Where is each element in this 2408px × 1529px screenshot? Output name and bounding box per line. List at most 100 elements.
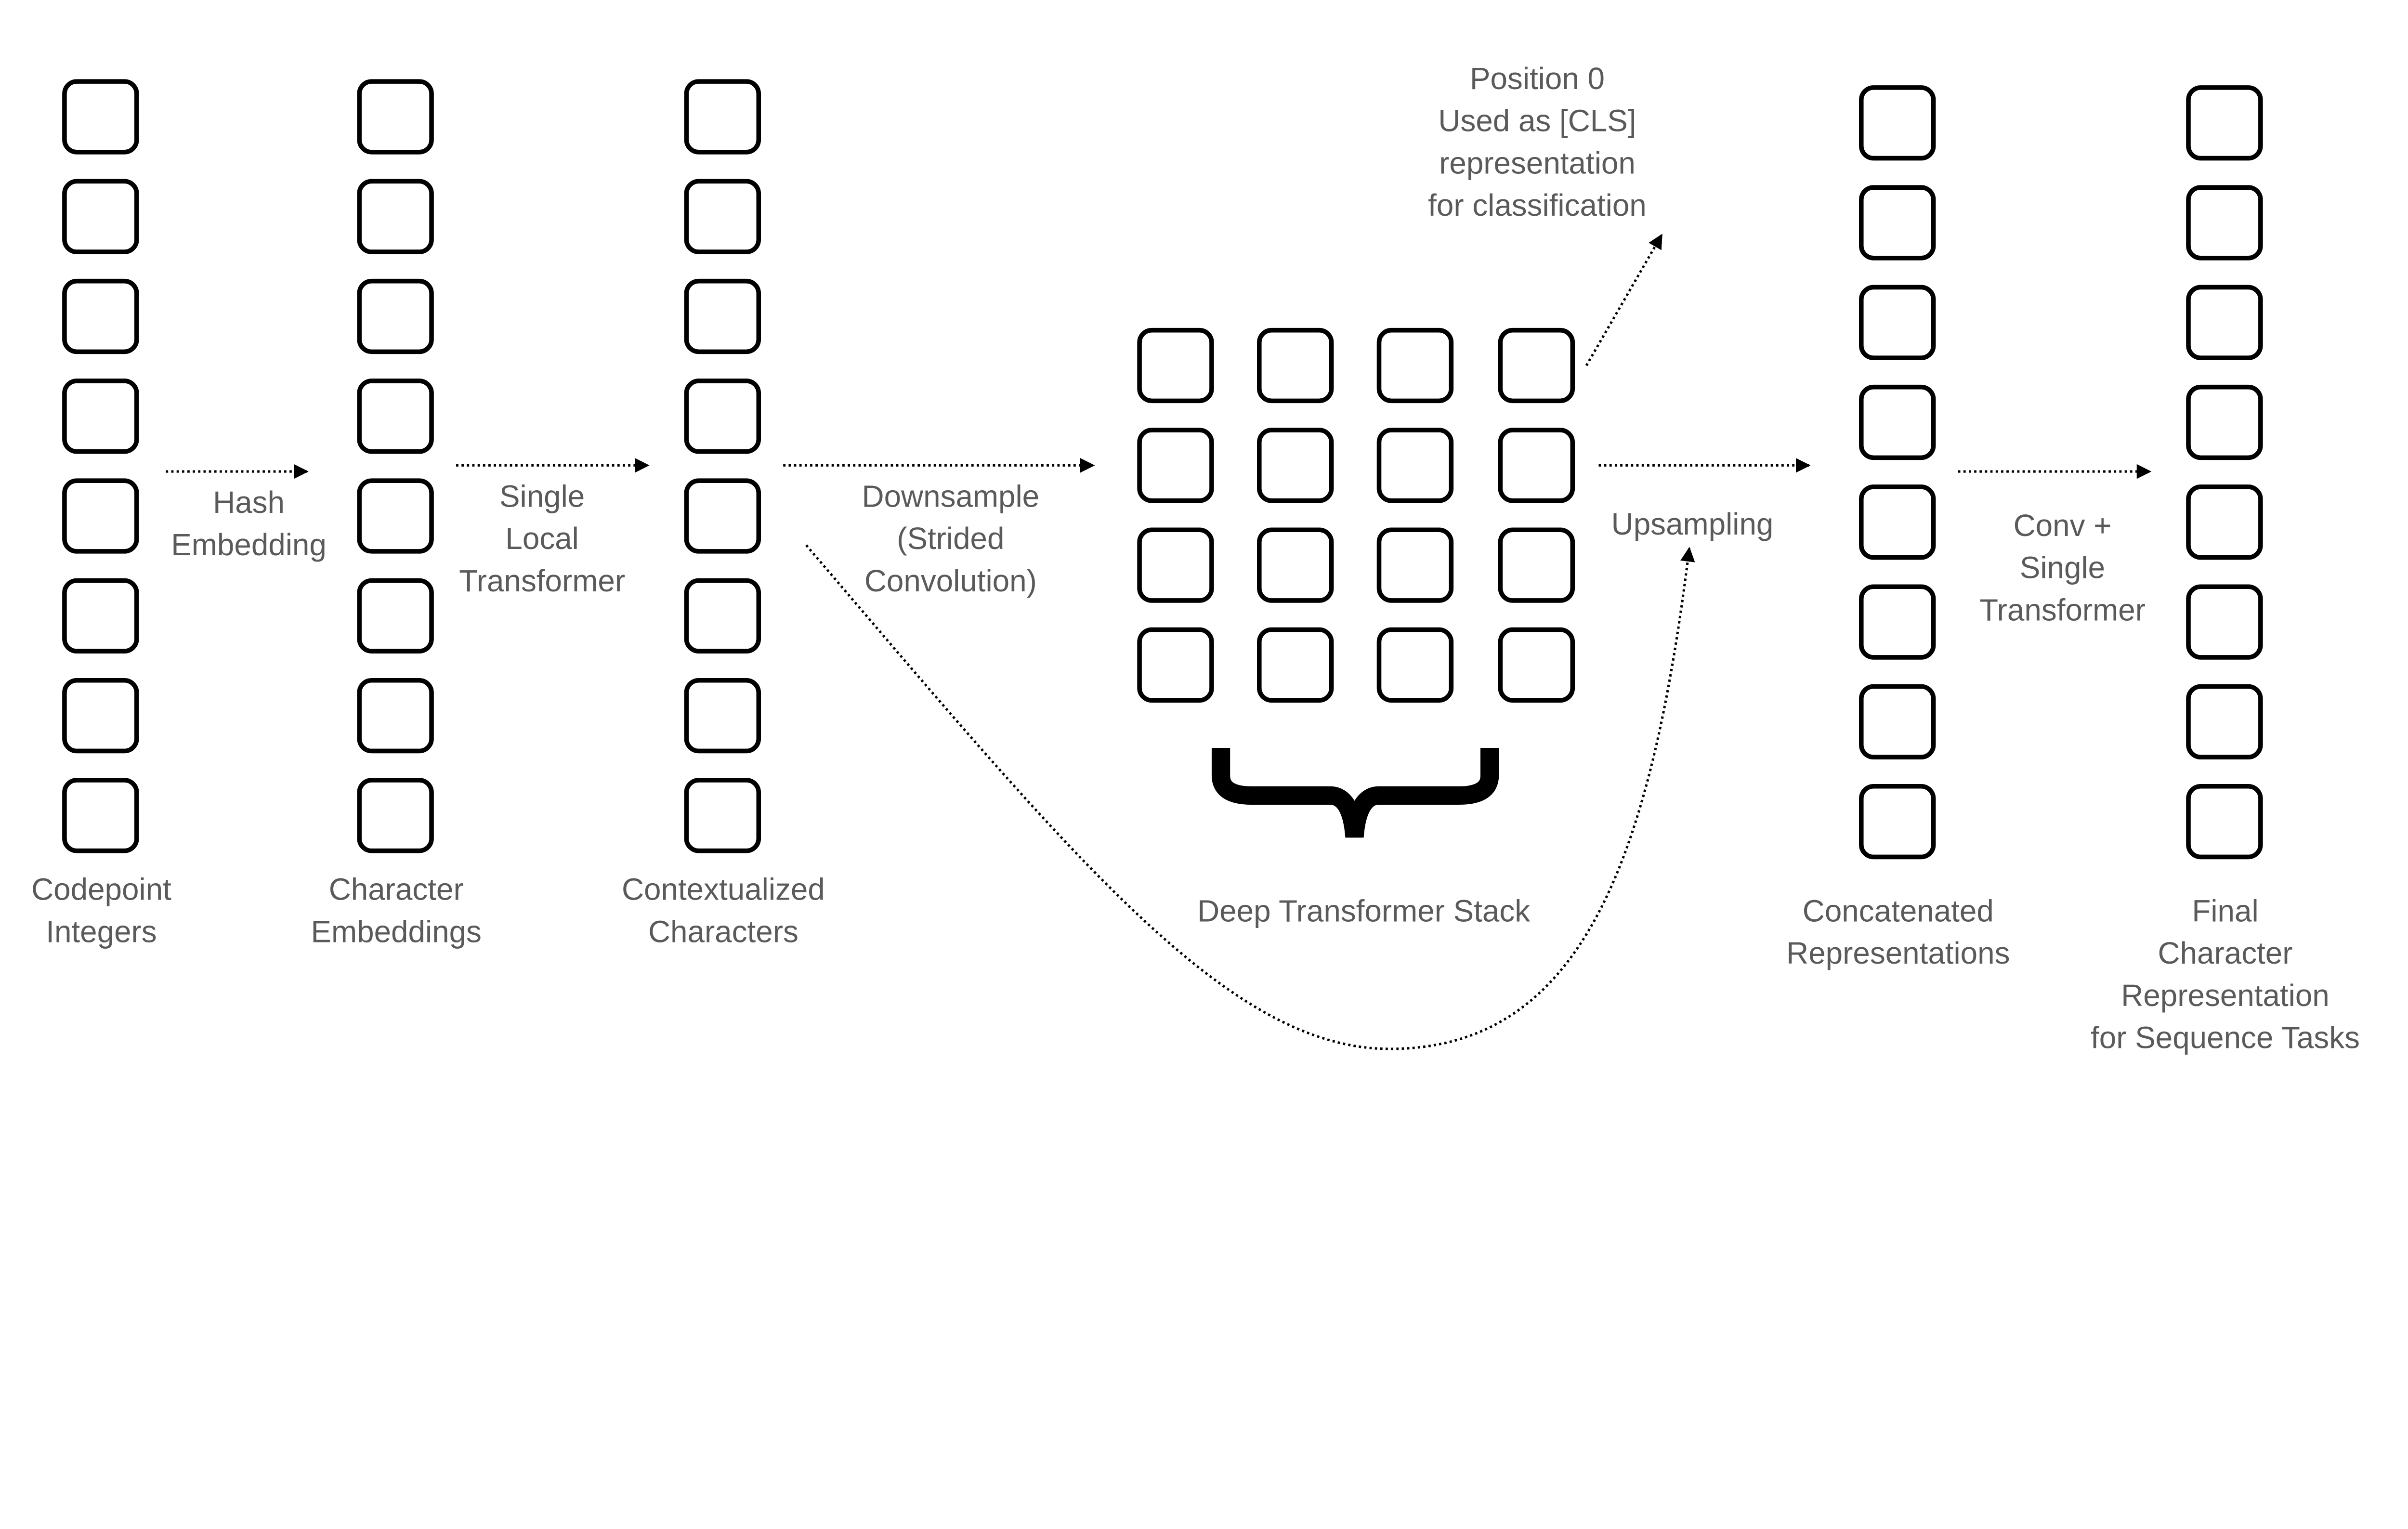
cls-note-label-line: Position 0 [1470, 61, 1605, 96]
downsample-label-line: Downsample [862, 479, 1040, 513]
final-box [2186, 784, 2263, 860]
codepoint-integers-label-line: Integers [46, 914, 157, 949]
character-embeddings-label-line: Embeddings [311, 914, 481, 949]
char-embedding-box [357, 578, 434, 653]
conv-single-transformer-label-line: Conv + [2014, 508, 2112, 543]
deep-stack-box [1498, 527, 1575, 603]
single-local-transformer-label-line: Transformer [459, 563, 625, 598]
contextualized-box [684, 578, 761, 653]
deep-stack-box [1498, 428, 1575, 503]
codepoint-box [62, 478, 139, 554]
deep-stack-brace [1211, 748, 1499, 838]
single-local-transformer-label-line: Local [505, 521, 578, 556]
char-embedding-box [357, 379, 434, 454]
character-embeddings-label-line: Character [329, 872, 464, 907]
codepoint-box [62, 379, 139, 454]
deep-stack-box [1137, 428, 1214, 503]
deep-transformer-stack-label-line: Deep Transformer Stack [1197, 893, 1530, 928]
final-box [2186, 185, 2263, 261]
final-box [2186, 484, 2263, 560]
concatenated-box [1859, 584, 1936, 660]
char-embedding-box [357, 278, 434, 354]
hash-embedding-label-line: Embedding [171, 527, 327, 562]
deep-stack-box [1137, 527, 1214, 603]
deep-stack-box [1257, 627, 1334, 703]
concatenated-representations-label-line: Representations [1786, 936, 2010, 970]
final-box [2186, 85, 2263, 161]
contextualized-characters-label-line: Characters [648, 914, 798, 949]
codepoint-box [62, 179, 139, 254]
char-embedding-box [357, 478, 434, 554]
final-character-representation-label-line: Representation [2121, 978, 2329, 1013]
concatenated-box [1859, 285, 1936, 360]
final-character-representation-label-line: for Sequence Tasks [2091, 1020, 2360, 1055]
final-character-representation-label-line: Final [2192, 893, 2258, 928]
deep-stack-box [1376, 527, 1454, 603]
hash-embedding-label-line: Hash [213, 485, 285, 520]
single-local-transformer-label-line: Single [499, 479, 585, 513]
codepoint-box [62, 278, 139, 354]
codepoint-integers-label-line: Codepoint [31, 872, 171, 907]
codepoint-box [62, 79, 139, 155]
concatenated-box [1859, 85, 1936, 161]
codepoint-box [62, 678, 139, 754]
concatenated-representations-label-line: Concatenated [1803, 893, 1994, 928]
concatenated-box [1859, 185, 1936, 261]
conv-single-transformer-label-line: Single [2020, 550, 2105, 585]
contextualized-characters-label-line: Contextualized [622, 872, 825, 907]
contextualized-box [684, 478, 761, 554]
deep-stack-box [1137, 627, 1214, 703]
contextualized-box [684, 678, 761, 754]
codepoint-box [62, 578, 139, 653]
char-embedding-box [357, 79, 434, 155]
contextualized-box [684, 778, 761, 853]
upsampling-label: Upsampling [1611, 507, 1774, 541]
char-embedding-box [357, 678, 434, 754]
concatenated-box [1859, 684, 1936, 759]
contextualized-box [684, 179, 761, 254]
deep-stack-box [1376, 428, 1454, 503]
upsampling-label-line: Upsampling [1611, 507, 1774, 541]
concatenated-box [1859, 784, 1936, 860]
final-box [2186, 584, 2263, 660]
residual-curve-arrow [805, 544, 1695, 1050]
deep-transformer-stack-label: Deep Transformer Stack [1197, 893, 1530, 928]
cls-note-label: Position 0 Used as [CLS] representation for… [1428, 61, 1647, 222]
concatenated-box [1859, 484, 1936, 560]
deep-stack-box [1376, 327, 1454, 404]
downsample-label-line: (Strided [897, 521, 1004, 556]
char-embedding-box [357, 778, 434, 853]
final-box [2186, 285, 2263, 360]
deep-stack-box [1257, 327, 1334, 404]
cls-note-label-line: representation [1439, 145, 1636, 180]
codepoint-box [62, 778, 139, 853]
conv-single-transformer-label-line: Transformer [1979, 592, 2146, 627]
cls-arrow [1585, 234, 1663, 366]
deep-stack-box [1257, 428, 1334, 503]
cls-note-label-line: Used as [CLS] [1438, 104, 1636, 138]
final-box [2186, 684, 2263, 759]
boxes-layer [62, 79, 2263, 860]
deep-stack-box [1498, 327, 1575, 404]
final-character-representation-label-line: Character [2158, 936, 2293, 970]
cls-note-label-line: for classification [1428, 188, 1647, 222]
downsample-label-line: Convolution) [864, 563, 1037, 598]
deep-stack-box [1498, 627, 1575, 703]
deep-stack-box [1137, 327, 1214, 404]
deep-stack-box [1376, 627, 1454, 703]
contextualized-box [684, 278, 761, 354]
char-embedding-box [357, 179, 434, 254]
contextualized-box [684, 79, 761, 155]
final-box [2186, 384, 2263, 460]
